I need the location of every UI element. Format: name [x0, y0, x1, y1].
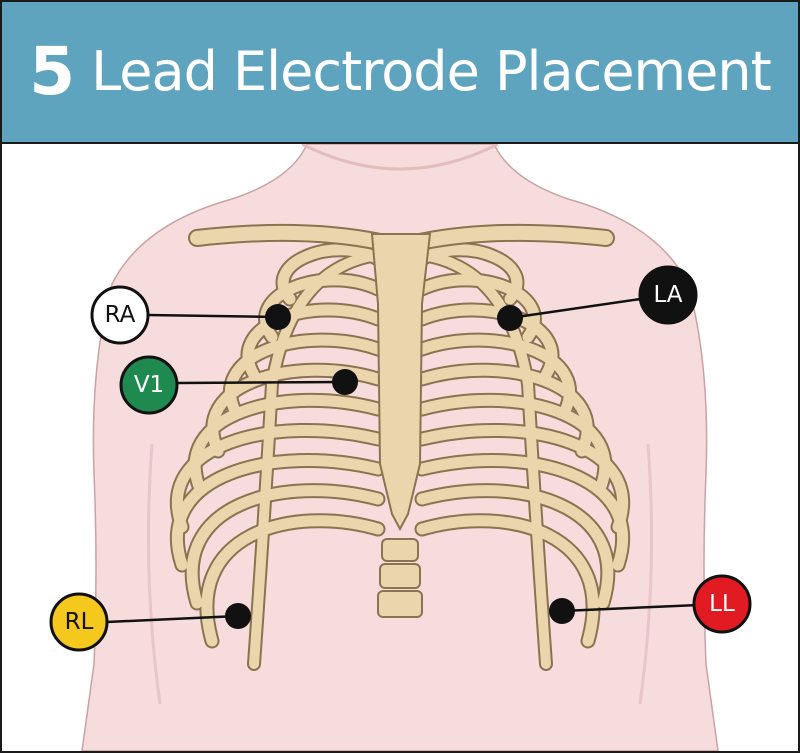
label-badge-rl: RL: [49, 592, 109, 652]
rib: [416, 485, 614, 609]
rib: [416, 515, 599, 647]
right-arm-line: [146, 443, 162, 705]
rib: [201, 515, 384, 647]
electrode-dot-v1: [332, 369, 358, 395]
rib-cage: [169, 223, 631, 671]
label-circle-la: [638, 265, 698, 325]
chest-diagram: RA V1 LA RL LL: [2, 144, 798, 751]
electrode-dot-ll: [549, 598, 575, 624]
label-text-ra: RA: [105, 302, 136, 328]
label-text-rl: RL: [65, 609, 94, 635]
chest-svg: RA V1 LA RL LL: [49, 144, 752, 751]
title-text: Lead Electrode Placement: [91, 40, 772, 103]
label-badge-ra: RA: [90, 285, 150, 345]
label-circle-v1: [119, 355, 179, 415]
sternum: [370, 233, 432, 532]
label-badge-v1: V1: [119, 355, 179, 415]
rib: [416, 424, 629, 533]
title-banner: 5 Lead Electrode Placement: [2, 2, 798, 144]
rib: [171, 424, 384, 533]
title-number: 5: [29, 33, 76, 110]
electrode-dot-rl: [225, 603, 251, 629]
electrode-dot-la: [497, 305, 523, 331]
label-circle-ra: [90, 285, 150, 345]
electrode-dot-ra: [265, 304, 291, 330]
spine: [377, 538, 423, 618]
label-badge-ll: LL: [692, 574, 752, 634]
label-text-la: LA: [653, 282, 682, 308]
label-text-v1: V1: [134, 372, 164, 398]
label-circle-ll: [692, 574, 752, 634]
label-badge-la: LA: [638, 265, 698, 325]
label-text-ll: LL: [709, 591, 735, 617]
rib: [171, 455, 384, 571]
left-arm-line: [638, 443, 654, 705]
neck-shadow: [301, 144, 499, 171]
rib: [416, 455, 629, 571]
leader-lines: [106, 293, 723, 624]
label-circle-rl: [49, 592, 109, 652]
rib: [186, 485, 384, 609]
